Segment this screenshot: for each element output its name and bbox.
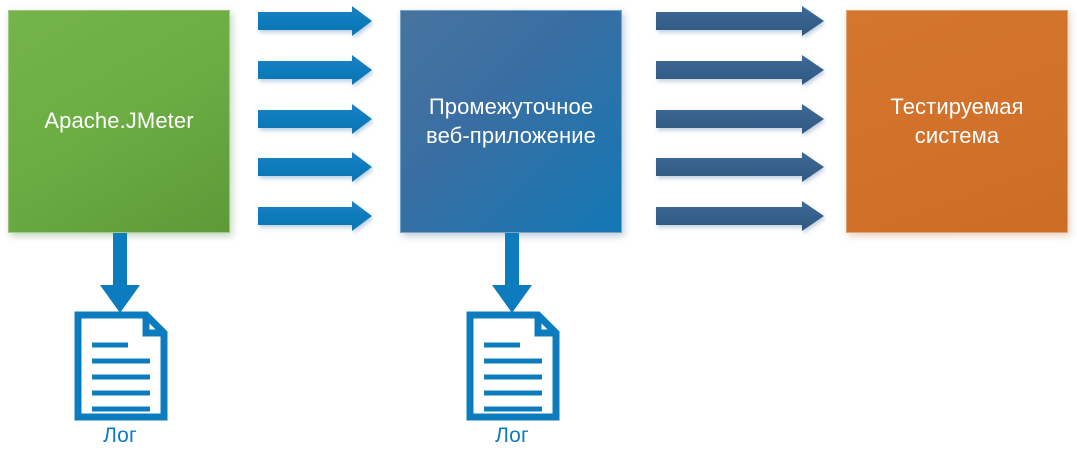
arrow-jmeter-to-middleware-2 — [256, 55, 374, 93]
log-label-jmeter: Лог — [103, 424, 137, 447]
arrow-middleware-to-sut-3 — [654, 104, 826, 142]
node-sut-label: Тестируемая система — [890, 94, 1024, 148]
arrow-middleware-to-sut-2 — [654, 55, 826, 93]
log-branch-middleware — [462, 233, 572, 423]
log-label-middleware: Лог — [495, 424, 529, 447]
arrow-jmeter-to-middleware-1 — [256, 6, 374, 44]
node-middleware-label: Промежуточное веб-приложение — [426, 94, 596, 148]
node-middleware[interactable]: Промежуточное веб-приложение — [400, 10, 622, 233]
node-jmeter[interactable]: Apache.JMeter — [8, 10, 230, 233]
down-arrow-icon — [100, 233, 140, 313]
node-sut[interactable]: Тестируемая система — [846, 10, 1068, 233]
arrow-middleware-to-sut-5 — [654, 201, 826, 239]
arrow-jmeter-to-middleware-4 — [256, 152, 374, 190]
log-branch-jmeter — [70, 233, 180, 423]
arrow-jmeter-to-middleware-3 — [256, 104, 374, 142]
node-jmeter-label: Apache.JMeter — [44, 108, 194, 134]
document-icon — [466, 311, 560, 421]
arrow-middleware-to-sut-1 — [654, 6, 826, 44]
arrow-jmeter-to-middleware-5 — [256, 201, 374, 239]
down-arrow-icon — [492, 233, 532, 313]
arrow-middleware-to-sut-4 — [654, 152, 826, 190]
document-icon — [74, 311, 168, 421]
